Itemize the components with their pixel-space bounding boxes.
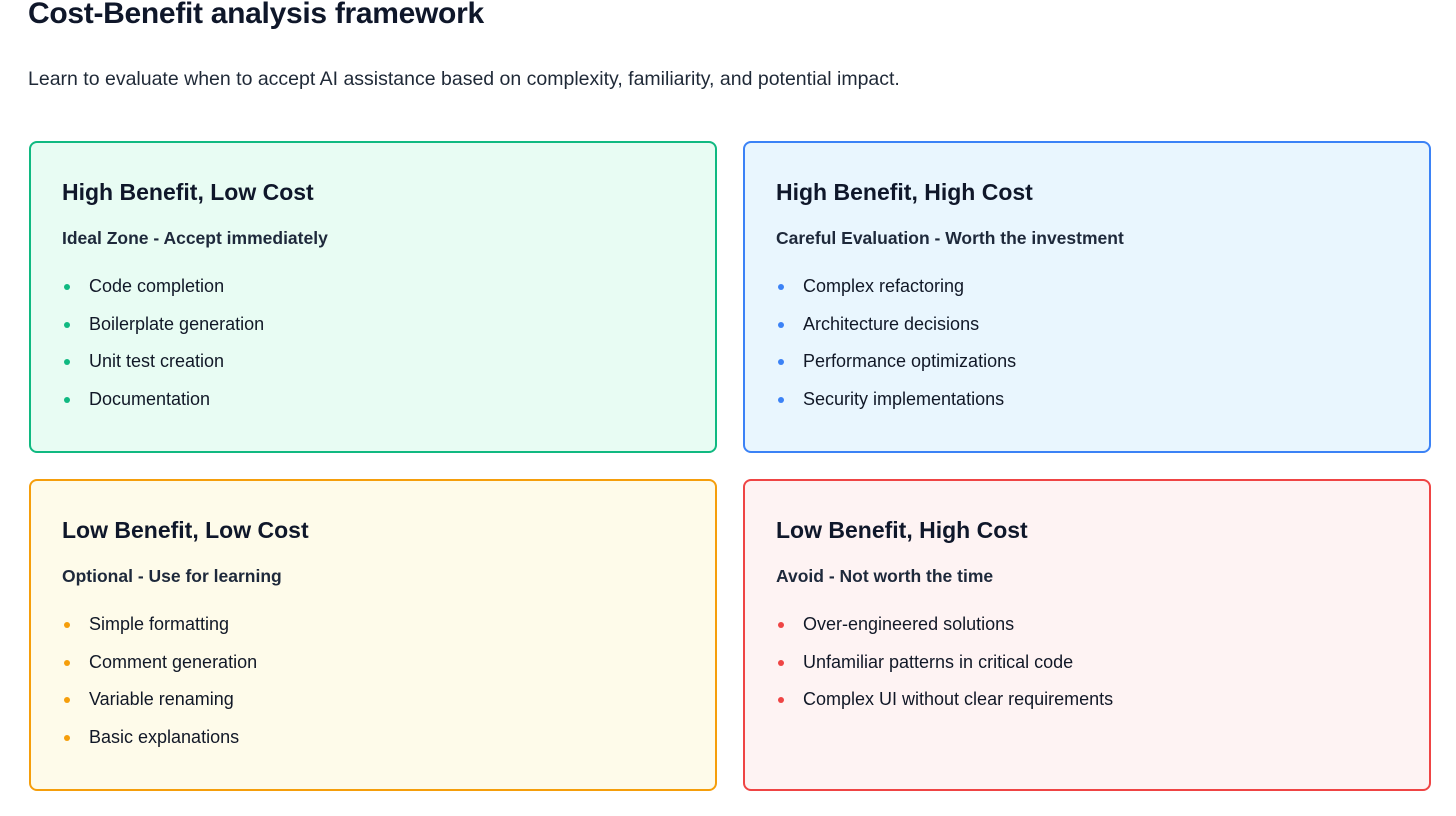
bullet-icon — [778, 321, 784, 328]
quadrant-subtitle: Ideal Zone - Accept immediately — [62, 228, 328, 248]
quadrant-title: High Benefit, High Cost — [776, 179, 1033, 205]
list-item: Unit test creation — [62, 351, 264, 389]
list-item-label: Performance optimizations — [803, 351, 1017, 372]
quadrant-high-benefit-high-cost: High Benefit, High Cost Careful Evaluati… — [743, 141, 1431, 453]
bullet-icon — [64, 396, 70, 403]
quadrant-subtitle: Careful Evaluation - Worth the investmen… — [776, 228, 1124, 248]
quadrant-low-benefit-high-cost: Low Benefit, High Cost Avoid - Not worth… — [743, 479, 1431, 791]
list-item: Security implementations — [776, 389, 1016, 427]
list-item-label: Basic explanations — [89, 726, 240, 747]
list-item-label: Documentation — [89, 388, 211, 409]
bullet-icon — [64, 321, 70, 328]
list-item-label: Comment generation — [89, 651, 258, 672]
list-item-label: Unfamiliar patterns in critical code — [803, 651, 1074, 672]
list-item: Code completion — [62, 276, 264, 314]
quadrant-title: High Benefit, Low Cost — [62, 179, 314, 205]
list-item-label: Variable renaming — [89, 689, 234, 710]
bullet-icon — [64, 622, 70, 628]
list-item: Boilerplate generation — [62, 314, 264, 352]
bullet-icon — [64, 284, 70, 290]
quadrant-low-benefit-low-cost: Low Benefit, Low Cost Optional - Use for… — [29, 479, 717, 791]
list-item: Unfamiliar patterns in critical code — [776, 652, 1113, 690]
bullet-icon — [64, 734, 70, 741]
quadrant-high-benefit-low-cost: High Benefit, Low Cost Ideal Zone - Acce… — [29, 141, 717, 453]
bullet-icon — [64, 697, 70, 704]
list-item-label: Complex UI without clear requirements — [803, 689, 1114, 710]
bullet-icon — [778, 697, 784, 704]
bullet-icon — [64, 359, 70, 366]
list-item-label: Complex refactoring — [803, 276, 965, 296]
list-item-label: Over-engineered solutions — [803, 614, 1015, 634]
list-item: Architecture decisions — [776, 314, 1016, 352]
list-item: Documentation — [62, 389, 264, 427]
quadrant-title: Low Benefit, High Cost — [776, 517, 1028, 543]
list-item-label: Security implementations — [803, 388, 1005, 409]
list-item: Performance optimizations — [776, 351, 1016, 389]
bullet-icon — [778, 659, 784, 666]
page-description: Learn to evaluate when to accept AI assi… — [28, 68, 900, 90]
list-item-label: Boilerplate generation — [89, 313, 265, 334]
page-title: Cost-Benefit analysis framework — [28, 0, 484, 30]
list-item: Complex UI without clear requirements — [776, 689, 1113, 727]
bullet-icon — [64, 659, 70, 666]
list-item: Comment generation — [62, 652, 257, 690]
bullet-icon — [778, 359, 784, 366]
list-item: Variable renaming — [62, 689, 257, 727]
list-item: Over-engineered solutions — [776, 614, 1113, 652]
list-item: Simple formatting — [62, 614, 257, 652]
list-item: Basic explanations — [62, 727, 257, 765]
bullet-icon — [778, 284, 784, 290]
list-item: Complex refactoring — [776, 276, 1016, 314]
list-item-label: Simple formatting — [89, 614, 230, 634]
bullet-icon — [778, 396, 784, 403]
bullet-icon — [778, 622, 784, 628]
quadrant-title: Low Benefit, Low Cost — [62, 517, 309, 543]
list-item-label: Unit test creation — [89, 351, 225, 372]
list-item-label: Architecture decisions — [803, 313, 980, 334]
quadrant-subtitle: Avoid - Not worth the time — [776, 566, 994, 586]
list-item-label: Code completion — [89, 276, 225, 296]
quadrant-subtitle: Optional - Use for learning — [62, 566, 282, 586]
